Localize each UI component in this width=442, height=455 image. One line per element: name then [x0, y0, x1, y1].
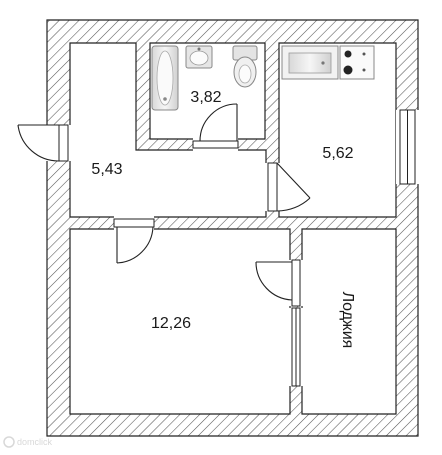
loggia-label: Лоджия: [339, 292, 356, 349]
hall-area-label: 5,43: [91, 161, 122, 178]
door-icon: [17, 103, 311, 301]
living-room-area-label: 12,26: [151, 315, 191, 332]
bathtub-icon: [151, 45, 179, 111]
kitchen-area-label: 5,62: [322, 145, 353, 162]
window-icon: [288, 109, 419, 387]
sink-icon: [185, 45, 213, 69]
stove-icon: [339, 45, 375, 80]
watermark-text: domclick: [17, 437, 53, 447]
walls: [46, 19, 419, 437]
door-opening-living: [114, 215, 154, 231]
watermark: domclick: [3, 436, 53, 448]
door-opening-loggia: [288, 260, 304, 306]
door-frames: [58, 124, 301, 307]
kitchen-sink-icon: [281, 45, 339, 80]
toilet-icon: [232, 45, 258, 88]
door-opening-kitchen: [264, 163, 281, 211]
bathroom-area-label: 3,82: [190, 89, 221, 106]
